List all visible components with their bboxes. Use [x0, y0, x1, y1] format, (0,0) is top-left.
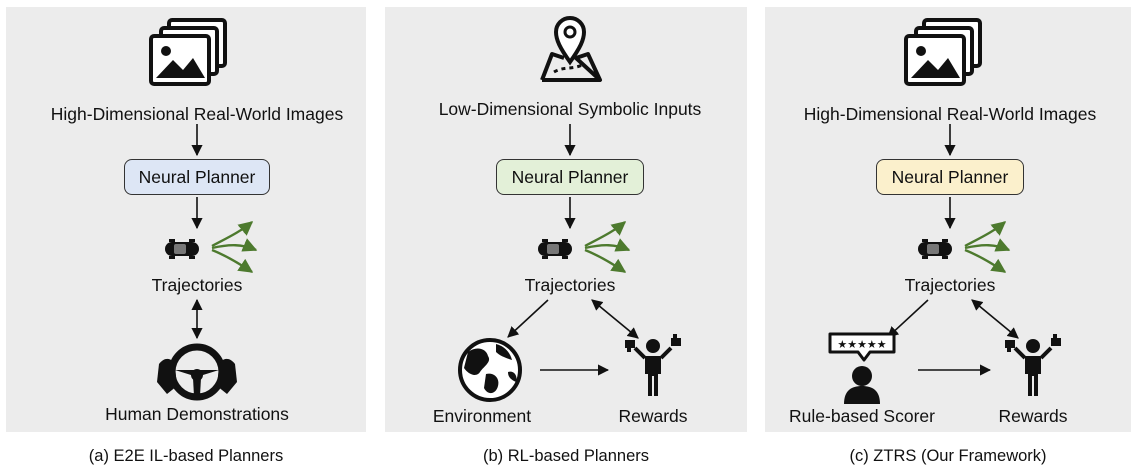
input-label: High-Dimensional Real-World Images — [50, 104, 344, 124]
planner-label: Neural Planner — [891, 166, 1009, 187]
svg-text:★★★★★: ★★★★★ — [837, 338, 886, 351]
car-icon — [538, 239, 572, 259]
trajectories-label: Trajectories — [524, 275, 616, 295]
caption-b: (b) RL-based Planners — [483, 447, 649, 465]
rewards-label: Rewards — [618, 406, 688, 426]
neural-planner-box: Neural Planner — [496, 159, 644, 195]
images-stack-icon — [149, 18, 227, 86]
input-label: High-Dimensional Real-World Images — [803, 104, 1097, 124]
car-icon — [165, 239, 199, 259]
trajectories-label: Trajectories — [904, 275, 996, 295]
rewards-label: Rewards — [998, 406, 1068, 426]
car-icon — [918, 239, 952, 259]
input-label: Low-Dimensional Symbolic Inputs — [438, 99, 702, 119]
person-thumbs-icon — [623, 332, 683, 398]
rule-based-scorer-label: Rule-based Scorer — [789, 406, 935, 426]
neural-planner-box: Neural Planner — [124, 159, 270, 195]
neural-planner-box: Neural Planner — [876, 159, 1024, 195]
person-thumbs-icon — [1003, 332, 1063, 398]
trajectory-arrows-icon — [585, 222, 629, 272]
caption-a: (a) E2E IL-based Planners — [88, 447, 284, 465]
map-pin-icon — [540, 16, 602, 82]
environment-label: Environment — [432, 406, 532, 426]
caption-c: (c) ZTRS (Our Framework) — [849, 447, 1047, 465]
rating-person-icon: ★★★★★ — [828, 332, 896, 404]
steering-wheel-icon — [157, 343, 237, 401]
trajectories-label: Trajectories — [151, 275, 243, 295]
globe-icon — [458, 338, 522, 402]
planner-label: Neural Planner — [511, 166, 629, 187]
images-stack-icon — [904, 18, 982, 86]
planner-label: Neural Planner — [138, 166, 256, 187]
trajectory-arrows-icon — [965, 222, 1009, 272]
trajectory-arrows-icon — [212, 222, 256, 272]
human-demonstrations-label: Human Demonstrations — [105, 404, 289, 424]
